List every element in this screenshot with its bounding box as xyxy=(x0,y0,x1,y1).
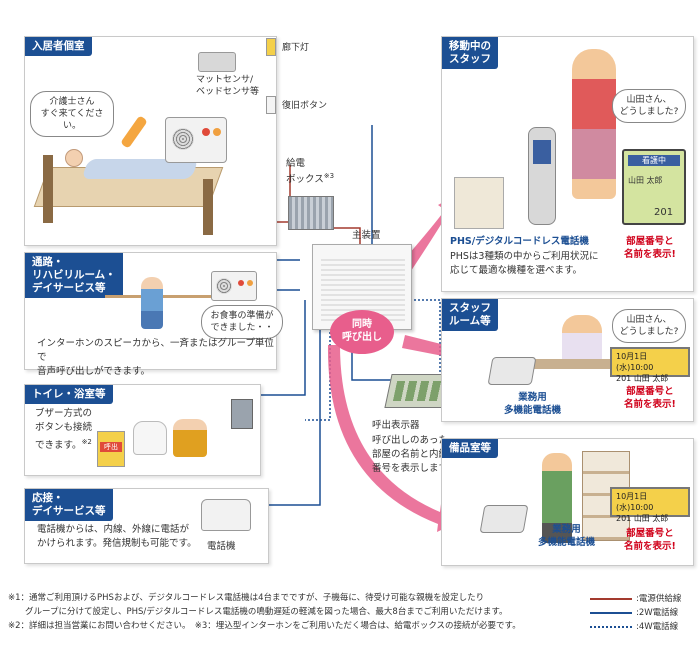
reset-button-device-icon xyxy=(266,96,276,114)
panel-title: 備品室等 xyxy=(442,439,498,458)
screen-line-2: 201 山田 太郎 xyxy=(616,374,669,383)
power-box-note: ※3 xyxy=(323,172,335,180)
phs-handset-screen xyxy=(533,140,551,164)
footnote-2: グループに分けて設定し、PHS/デジタルコードレス電話機の鳴動遅延の軽減を図った… xyxy=(8,607,508,617)
toilet-intercom xyxy=(231,399,253,429)
staffroom-display-screen: 10月1日(水)10:00 201 山田 太郎 xyxy=(610,347,690,383)
resident-head-icon xyxy=(65,149,83,167)
hall-description: インターホンのスピーカから、一斉またはグループ単位で 音声呼び出しができます。 xyxy=(37,338,274,377)
panel-storage: 備品室等 10月1日(水)10:00 201 山田 太郎 業務用 多機能電話機 … xyxy=(441,438,694,566)
buzzer-button-device: 呼出 xyxy=(97,431,125,467)
panel-title: 移動中の スタッフ xyxy=(442,37,498,69)
mobile-red-label: 部屋番号と 名前を表示! xyxy=(624,236,676,260)
legend-line-2w xyxy=(590,612,632,614)
legend-label-4w: :4W電話線 xyxy=(636,622,679,632)
panel-toilet: トイレ・浴室等 ブザー方式の ボタンも接続 できます。※2 呼出 xyxy=(24,384,261,476)
power-box-name: 給電 ボックス xyxy=(286,158,324,186)
panel-title: 応接・ デイサービス等 xyxy=(25,489,113,521)
staffroom-phone-label: 業務用 多機能電話機 xyxy=(504,392,562,416)
screen-line-1: 10月1日(水)10:00 xyxy=(616,352,654,372)
panel-title: トイレ・浴室等 xyxy=(25,385,113,404)
staffroom-speech-bubble: 山田さん、 どうしました? xyxy=(612,309,686,343)
handheld-call-button-icon xyxy=(120,115,148,149)
panel-title: 通路・ リハビリルーム・ デイサービス等 xyxy=(25,253,123,298)
hall-light-label: 廊下灯 xyxy=(282,43,310,53)
panel-staff-room: スタッフ ルーム等 山田さん、 どうしました? 10月1日(水)10:00 20… xyxy=(441,298,694,422)
main-unit-label: 主装置 xyxy=(352,230,381,241)
staffroom-red-label: 部屋番号と 名前を表示! xyxy=(624,386,676,410)
phs-title: PHS/デジタルコードレス電話機 xyxy=(450,236,589,247)
legend-line-power xyxy=(590,598,632,600)
storage-display-screen: 10月1日(水)10:00 201 山田 太郎 xyxy=(610,487,690,523)
multifunction-phone-icon xyxy=(479,505,529,533)
footnote-3: ※2：詳細は担当営業にお問い合わせください。 ※3：埋込型インターホンをご利用い… xyxy=(8,621,521,631)
display-unit-title: 呼出表示器 xyxy=(372,420,420,431)
panel-title: スタッフ ルーム等 xyxy=(442,299,498,331)
hall-speech-bubble: お食事の準備が できました・・ xyxy=(201,305,283,339)
storage-phone-label: 業務用 多機能電話機 xyxy=(538,524,596,548)
indicator-icon xyxy=(247,280,253,286)
desk-phone-icon xyxy=(201,499,251,531)
staff-at-shelf-icon xyxy=(542,453,572,543)
legend-line-4w xyxy=(590,626,632,628)
elderly-person-kneeling-icon xyxy=(173,419,207,457)
toilet-description: ブザー方式の ボタンも接続 できます。※2 xyxy=(35,407,92,453)
screen-line-2: 201 山田 太郎 xyxy=(616,514,669,523)
speaker-grille-icon xyxy=(216,278,232,294)
power-box-device xyxy=(288,196,334,230)
desk-phone-label: 電話機 xyxy=(207,541,236,552)
panel-mobile-staff: 移動中の スタッフ 山田さん、 どうしました? 看護中 山田 太郎 201 PH… xyxy=(441,36,694,292)
reset-button-icon xyxy=(213,128,221,136)
staff-woman-icon xyxy=(572,49,616,199)
toilet-note-mark: ※2 xyxy=(81,438,92,446)
legend-label-2w: :2W電話線 xyxy=(636,608,679,618)
buzzer-button-label: 呼出 xyxy=(100,442,122,452)
hall-intercom xyxy=(211,271,257,301)
indicator-icon xyxy=(238,280,244,286)
display-unit-text: 呼び出しのあった 部屋の名前と内線 番号を表示します。 xyxy=(372,435,457,474)
multifunction-phone-icon xyxy=(487,357,537,385)
hall-light-icon xyxy=(266,38,276,56)
mobile-speech-bubble: 山田さん、 どうしました? xyxy=(612,89,686,123)
toilet-text: ブザー方式の ボタンも接続 できます。 xyxy=(35,408,93,452)
speaker-grille-icon xyxy=(172,128,194,150)
resident-speech-bubble: 介護士さん すぐ来てください。 xyxy=(30,91,114,137)
footnote-1: ※1：通常ご利用頂けるPHSおよび、デジタルコードレス電話機は4台までですが、子… xyxy=(8,593,485,603)
power-box-label: 給電 ボックス※3 xyxy=(286,158,334,186)
desk-illustration xyxy=(532,359,612,369)
storage-red-label: 部屋番号と 名前を表示! xyxy=(624,528,676,552)
reception-description: 電話機からは、内線、外線に電話が かけられます。発信規制も可能です。 xyxy=(37,524,197,549)
elderly-person-walking-icon xyxy=(141,277,163,329)
panel-reception: 応接・ デイサービス等 電話機からは、内線、外線に電話が かけられます。発信規制… xyxy=(24,488,269,564)
screen-line-1: 10月1日(水)10:00 xyxy=(616,492,654,512)
reset-button-label: 復旧ボタン xyxy=(282,101,328,111)
call-button-icon xyxy=(202,128,210,136)
toilet-illustration xyxy=(133,421,167,455)
legend-label-power: :電源供給線 xyxy=(636,594,682,604)
bed-headboard xyxy=(43,155,53,223)
mat-sensor-label: マットセンサ/ ベッドセンサ等 xyxy=(196,75,260,97)
mat-sensor-device xyxy=(198,52,236,72)
phs-screen-zoom: 看護中 山田 太郎 201 xyxy=(622,149,686,225)
panel-title: 入居者個室 xyxy=(25,37,92,56)
phs-description: PHSは3種類の中からご利用状況に 応じて最適な機種を選べます。 xyxy=(450,251,599,276)
phs-screen-header: 看護中 xyxy=(628,155,680,166)
bed-footboard xyxy=(203,179,213,235)
phs-screen-name: 山田 太郎 xyxy=(628,176,663,185)
cordless-base-station xyxy=(454,177,504,229)
nurse-call-intercom xyxy=(165,117,227,163)
phs-handset-icon xyxy=(528,127,556,225)
simul-call-badge: 同時 呼び出し xyxy=(330,310,394,354)
panel-resident-room: 入居者個室 介護士さん すぐ来てください。 xyxy=(24,36,277,246)
phs-screen-number: 201 xyxy=(654,207,674,218)
panel-hallway: 通路・ リハビリルーム・ デイサービス等 お食事の準備が できました・・ インタ… xyxy=(24,252,283,377)
